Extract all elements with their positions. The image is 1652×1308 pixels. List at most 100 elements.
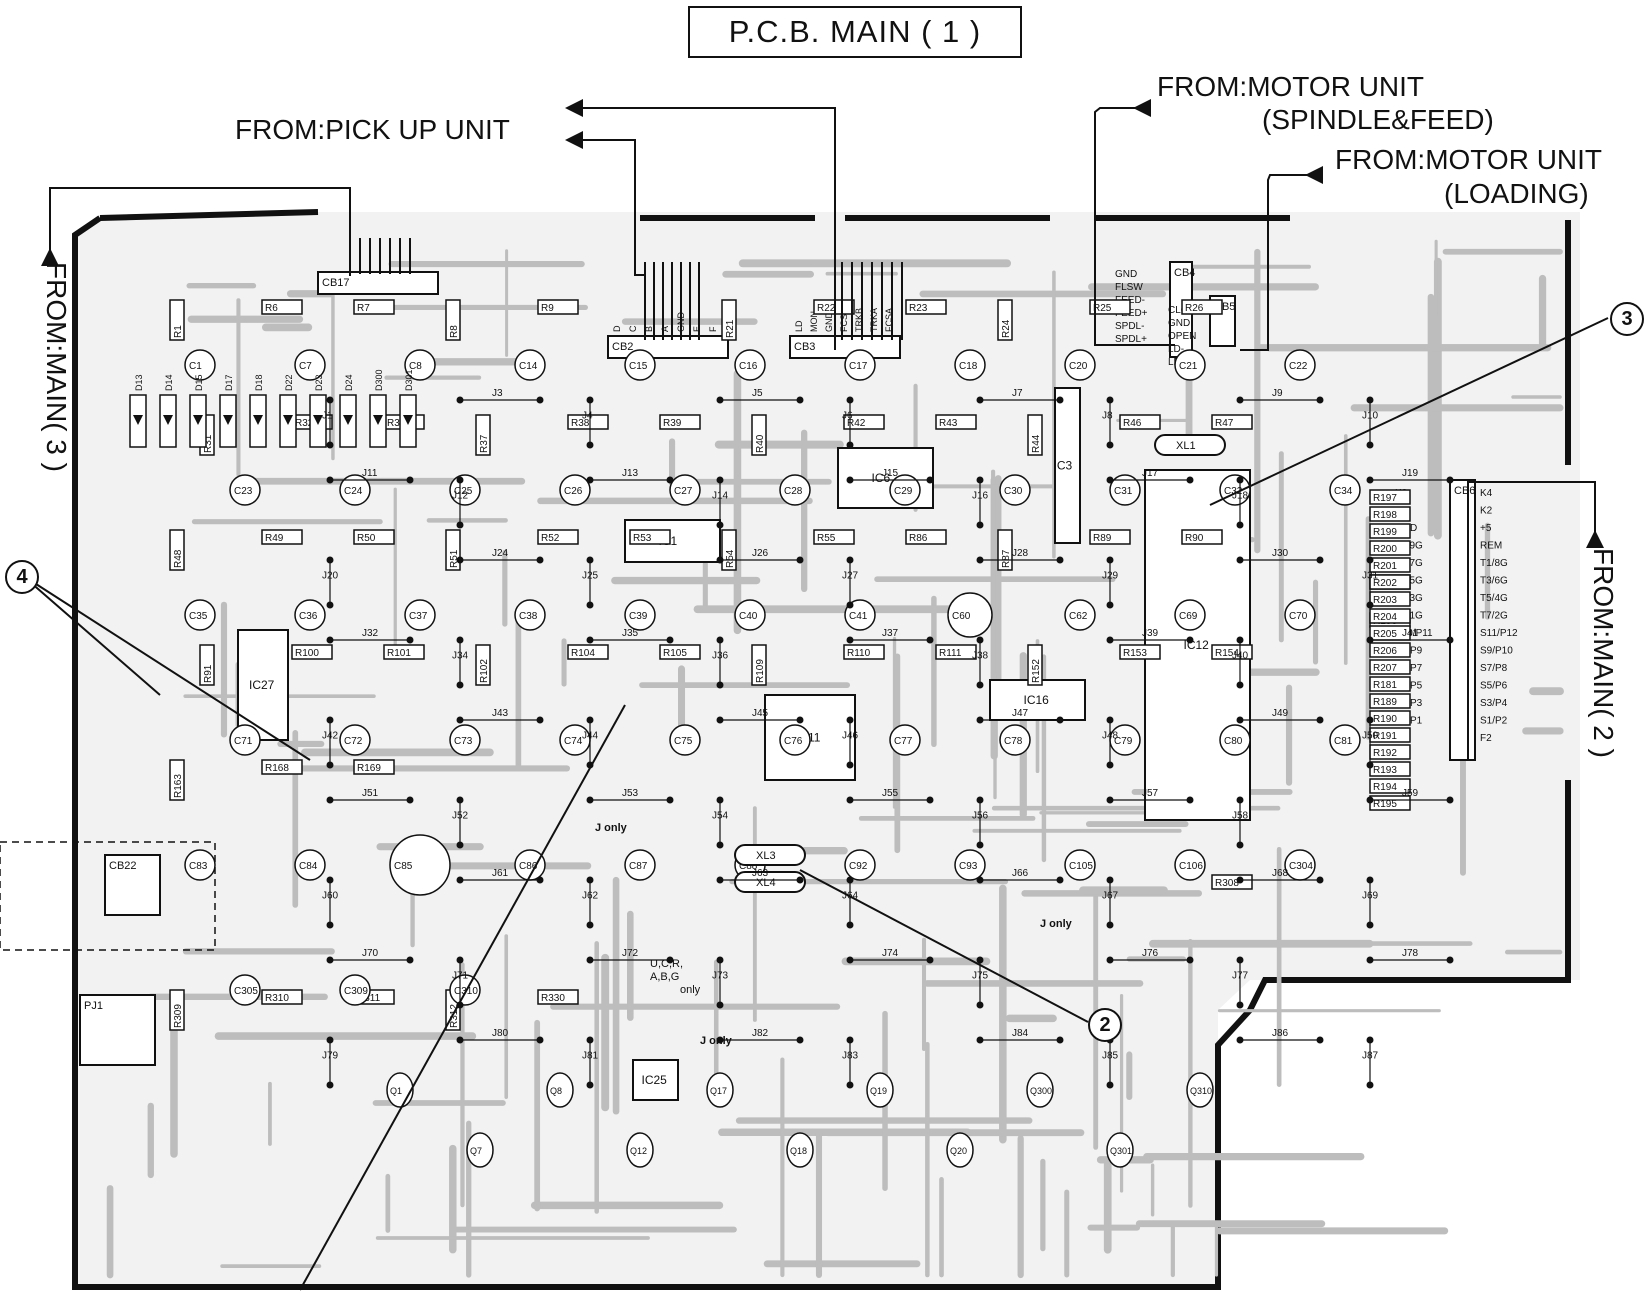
jumper-j67: J67 [1102,876,1119,929]
jumper-pad [1236,681,1244,689]
jumper-j52: J52 [452,796,469,849]
resistor-label: R193 [1373,765,1397,776]
resistor-body [537,299,579,315]
resistor-r87: R87 [997,529,1013,571]
jumper-pad [976,521,984,529]
ic-label: IC25 [642,1073,668,1087]
capacitor-c28: C28 [779,474,811,506]
capacitor-body [844,599,876,631]
capacitor-body [229,724,261,756]
jumper-pad [716,956,724,964]
jumper-pad [716,521,724,529]
cb3-pin-label: FCSB [839,308,849,332]
jumper-pad [1316,396,1324,404]
ic-body [237,629,289,741]
capacitor-body [184,349,216,381]
jumper-pad [976,956,984,964]
capacitor-c87: C87 [624,849,656,881]
resistor-body [261,759,303,775]
capacitor-label: C34 [1334,486,1353,497]
resistor-r189: R189 [1369,693,1411,709]
resistor-label: R192 [1373,748,1397,759]
capacitor-c1: C1 [184,349,216,381]
resistor-r37: R37 [475,414,491,456]
resistor-r308: R308 [1211,874,1253,890]
resistor-r111: R111 [935,644,977,660]
ic-label: IC27 [249,678,275,692]
jumper-pad [1446,956,1454,964]
jumper-j81: J81 [582,1036,599,1089]
capacitor-c304: C304 [1284,849,1316,881]
capacitor-c7: C7 [294,349,326,381]
jumper-label: J44 [582,731,599,742]
resistor-body [1181,299,1223,315]
jumper-label: J29 [1102,571,1119,582]
transistor-label: Q12 [630,1146,647,1156]
jumper-pad [796,716,804,724]
jumper-j73: J73 [712,956,729,1009]
callout-4-leader-b [21,574,311,761]
diode-label: D300 [374,369,384,391]
diode-symbol [193,415,203,425]
jumper-pad [1236,521,1244,529]
jumper-pad [1106,956,1114,964]
jumper-pad [716,1036,724,1044]
diode-d24: D24 [339,374,357,448]
resistor-body [567,414,609,430]
transistor-body [946,1132,974,1168]
jumper-j77: J77 [1232,956,1249,1009]
capacitor-c35: C35 [184,599,216,631]
capacitor-body [779,724,811,756]
jumper-pad [1366,1036,1374,1044]
jumper-j68: J68 [1236,868,1324,884]
resistor-r203: R203 [1369,591,1411,607]
jumper-pad [1236,716,1244,724]
resistor-label: R154 [1215,648,1239,659]
capacitor-body [954,849,986,881]
capacitor-body [889,474,921,506]
jumper-pad [536,716,544,724]
jumper-label: J52 [452,811,469,822]
resistor-r91: R91 [199,644,215,686]
jumper-label: J71 [452,971,469,982]
resistor-label: R190 [1373,714,1397,725]
resistor-label: R205 [1373,629,1397,640]
jumper-j59: J59 [1366,788,1454,804]
capacitor-c14: C14 [514,349,546,381]
jumper-j46: J46 [842,716,859,769]
jumper-pad [976,841,984,849]
connector-label: CB3 [794,341,815,353]
capacitor-body [844,349,876,381]
resistor-label: R40 [755,434,766,453]
jumper-j42: J42 [322,716,339,769]
capacitor-body [1174,349,1206,381]
resistor-body [751,414,767,456]
jumper-j57: J57 [1106,788,1194,804]
note-ucr-2: A,B,G [650,971,680,983]
jumper-pad [456,396,464,404]
jumper-label: J37 [882,628,899,639]
transistor-label: Q1 [390,1086,402,1096]
capacitor-body [1329,474,1361,506]
resistor-r197: R197 [1369,489,1411,505]
resistor-r55: R55 [813,529,855,545]
jumper-pad [456,476,464,484]
jumper-label: J63 [752,868,769,879]
jumper-pad [406,636,414,644]
cb6-right-pin-label: REM [1480,541,1502,552]
cb2-pin-label: C [628,325,638,332]
jumper-label: J53 [622,788,639,799]
transistor-body [466,1132,494,1168]
pickup-arrow-1 [565,99,583,117]
jumper-j66: J66 [976,868,1064,884]
ic-ic3: IC3 [1054,387,1081,544]
jumper-pad [1236,476,1244,484]
resistor-label: R9 [541,303,554,314]
cb6-left-pin-label: S10/P11 [1395,628,1433,639]
jumper-pad [456,556,464,564]
resistor-body [659,414,701,430]
ic-ic16: IC16 [989,679,1086,721]
jumper-pad [1106,441,1114,449]
capacitor-body [449,474,481,506]
jumper-pad [1236,796,1244,804]
